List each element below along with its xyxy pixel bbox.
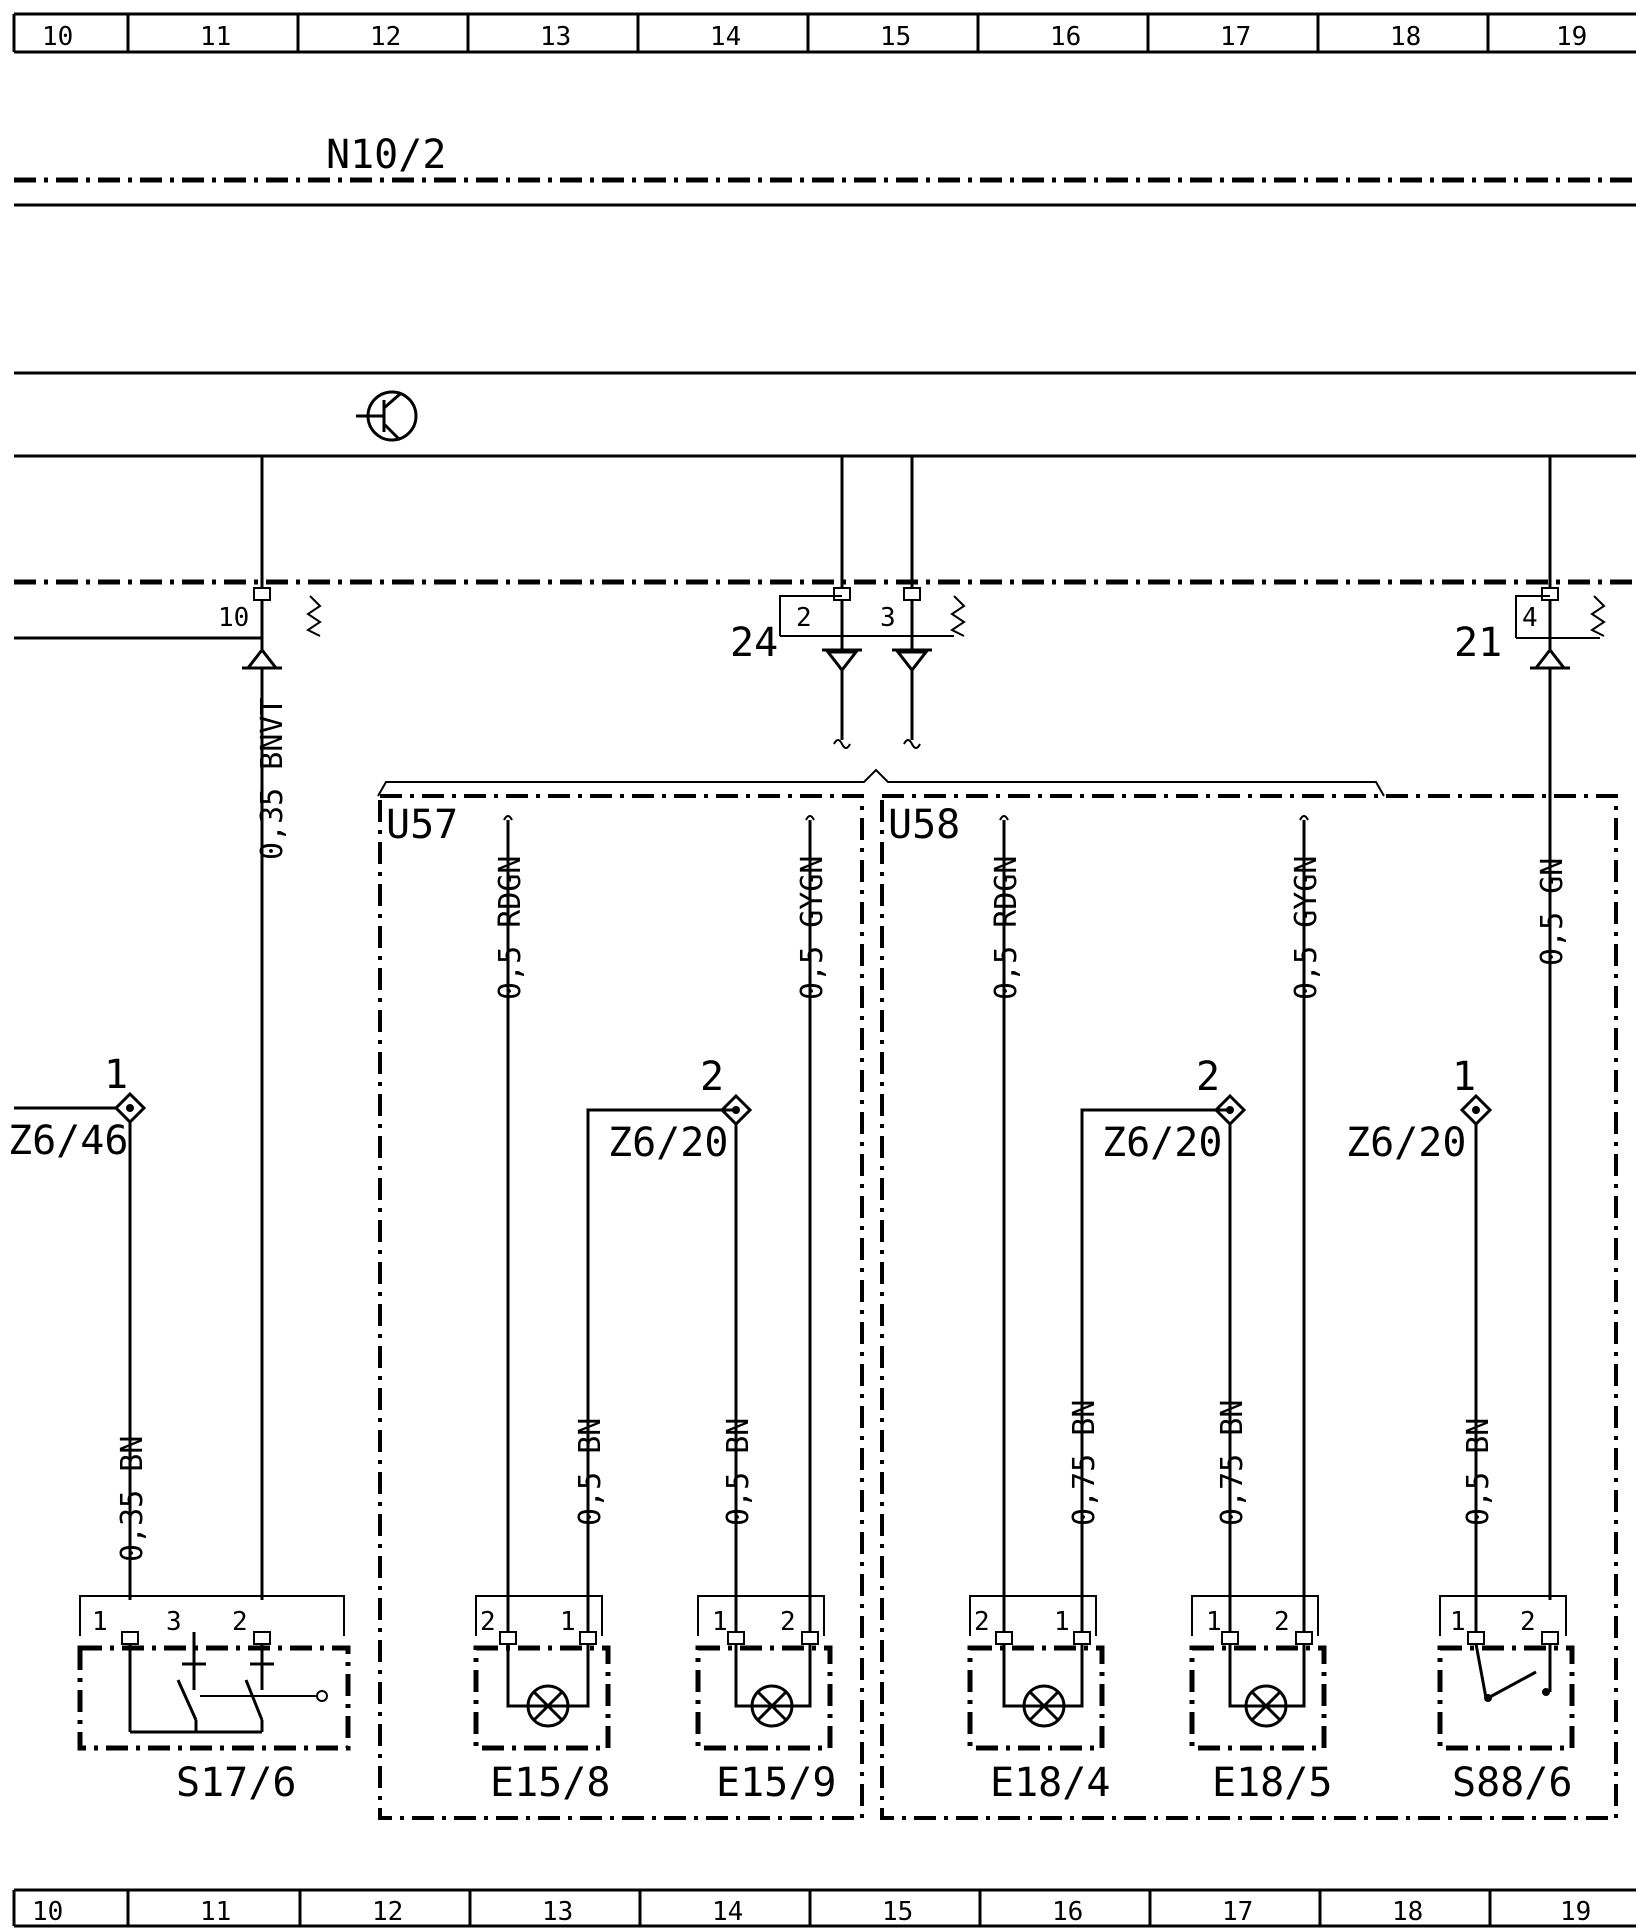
connector-pin-label: 4 xyxy=(1522,603,1538,633)
connector-pin-label: 2 xyxy=(796,603,812,633)
component-s17-6: 1 3 2 S17/6 xyxy=(77,1595,351,1806)
module-n10-2: N10/2 xyxy=(14,132,1636,585)
group-box-u57 xyxy=(378,794,864,1820)
component-e18-4: 2 1 E18/4 xyxy=(967,1595,1110,1806)
bottom-ruler-cell: 12 xyxy=(372,1897,403,1927)
top-ruler-cell: 17 xyxy=(1220,22,1251,52)
pin-label: 1 xyxy=(1054,1607,1070,1637)
top-ruler-cell: 12 xyxy=(370,22,401,52)
pin-label: 1 xyxy=(712,1607,728,1637)
ground-label: Z6/46 xyxy=(8,1118,128,1164)
component-e15-8: 2 1 E15/8 xyxy=(473,1595,611,1806)
lamp-icon xyxy=(1244,1684,1288,1728)
lamp-icon xyxy=(526,1684,570,1728)
lamp-icon xyxy=(750,1684,794,1728)
bottom-ruler-cell: 17 xyxy=(1222,1897,1253,1927)
component-label: S17/6 xyxy=(176,1760,296,1806)
component-label: E15/9 xyxy=(716,1760,836,1806)
top-ruler-cell: 19 xyxy=(1556,22,1587,52)
ground-points: 1 Z6/46 2 Z6/20 2 Z6/20 1 Z6/20 xyxy=(8,1052,1493,1166)
bottom-ruler-cell: 14 xyxy=(712,1897,743,1927)
lamp-icon xyxy=(1022,1684,1066,1728)
connector-number: 21 xyxy=(1454,620,1502,666)
bottom-ruler-cell: 18 xyxy=(1392,1897,1423,1927)
wire-label: 0,75 BN xyxy=(1215,1400,1250,1526)
pin-label: 2 xyxy=(480,1607,496,1637)
pin-label: 1 xyxy=(560,1607,576,1637)
group-label-u58: U58 xyxy=(888,802,960,848)
bottom-ruler-cell: 15 xyxy=(882,1897,913,1927)
wire-label: 0,5 BN xyxy=(721,1418,756,1526)
pin-label: 1 xyxy=(1206,1607,1222,1637)
wire-label: 0,5 BN xyxy=(1461,1418,1496,1526)
pin-label: 2 xyxy=(1520,1607,1536,1637)
pin-label: 2 xyxy=(232,1607,248,1637)
wire-label: 0,35 BNVT xyxy=(255,697,290,860)
ground-label: Z6/20 xyxy=(1102,1120,1222,1166)
bottom-ruler-cell: 16 xyxy=(1052,1897,1083,1927)
ground-label: Z6/20 xyxy=(1346,1120,1466,1166)
pin-label: 2 xyxy=(974,1607,990,1637)
bottom-ruler-cell: 13 xyxy=(542,1897,573,1927)
ground-pin: 2 xyxy=(1196,1054,1220,1100)
connector-middle: 2 3 24 xyxy=(730,456,966,749)
ground-pin: 1 xyxy=(1452,1054,1476,1100)
top-ruler-cell: 11 xyxy=(200,22,231,52)
wire-label: 0,5 RDGN xyxy=(989,856,1024,1001)
module-label: N10/2 xyxy=(326,132,446,178)
wire-label: 0,5 BN xyxy=(573,1418,608,1526)
component-label: E18/5 xyxy=(1212,1760,1332,1806)
wire-label: 0,5 GYGN xyxy=(1289,856,1324,1001)
wire-label: 0,5 GN xyxy=(1535,858,1570,966)
group-brace xyxy=(377,768,1385,797)
wire-label: 0,5 RDGN xyxy=(493,856,528,1001)
top-ruler-cell: 13 xyxy=(540,22,571,52)
wire-label: 0,35 BN xyxy=(115,1436,150,1562)
bottom-ruler-cell: 11 xyxy=(200,1897,231,1927)
connector-pin-label: 10 xyxy=(218,603,249,633)
top-ruler-cell: 18 xyxy=(1390,22,1421,52)
pin-label: 2 xyxy=(780,1607,796,1637)
pin-label: 1 xyxy=(1450,1607,1466,1637)
connector-number: 24 xyxy=(730,620,778,666)
top-ruler-cell: 15 xyxy=(880,22,911,52)
ground-pin: 2 xyxy=(700,1054,724,1100)
component-s88-6: 1 2 S88/6 xyxy=(1437,1595,1575,1806)
bottom-ruler-cell: 19 xyxy=(1560,1897,1591,1927)
connector-right: 4 21 xyxy=(1454,456,1606,1600)
pin-label: 3 xyxy=(166,1607,182,1637)
ground-label: Z6/20 xyxy=(608,1120,728,1166)
wire-label: 0,75 BN xyxy=(1067,1400,1102,1526)
top-ruler-cell: 14 xyxy=(710,22,741,52)
group-box-u58 xyxy=(880,794,1618,1820)
ground-point-z6-20: 2 Z6/20 xyxy=(608,1054,753,1166)
ground-point-z6-46: 1 Z6/46 xyxy=(8,1052,147,1164)
connector-left: 10 xyxy=(14,456,322,1600)
transistor-icon xyxy=(356,390,418,442)
component-label: E18/4 xyxy=(990,1760,1110,1806)
top-ruler-cell: 16 xyxy=(1050,22,1081,52)
ground-point-z6-20: 2 Z6/20 xyxy=(1102,1054,1247,1166)
ground-point-z6-20: 1 Z6/20 xyxy=(1346,1054,1493,1166)
component-e18-5: 1 2 E18/5 xyxy=(1189,1595,1332,1806)
top-ruler-cell: 10 xyxy=(42,22,73,52)
wires: 0,35 BNVT 0,35 BN 0,5 RDGN 0,5 BN 0,5 BN… xyxy=(14,697,1570,1632)
bottom-ruler: 10 11 12 13 14 15 16 17 18 19 xyxy=(12,1888,1636,1928)
component-e15-9: 1 2 E15/9 xyxy=(695,1595,836,1806)
component-label: S88/6 xyxy=(1452,1760,1572,1806)
pin-label: 2 xyxy=(1274,1607,1290,1637)
ground-pin: 1 xyxy=(104,1052,128,1098)
bottom-ruler-cell: 10 xyxy=(32,1897,63,1927)
connector-pin-label: 3 xyxy=(880,603,896,633)
top-ruler: 10 11 12 13 14 15 16 17 18 19 xyxy=(12,12,1636,54)
pin-label: 1 xyxy=(92,1607,108,1637)
wire-label: 0,5 GYGN xyxy=(795,856,830,1001)
group-label-u57: U57 xyxy=(386,802,458,848)
component-label: E15/8 xyxy=(490,1760,610,1806)
